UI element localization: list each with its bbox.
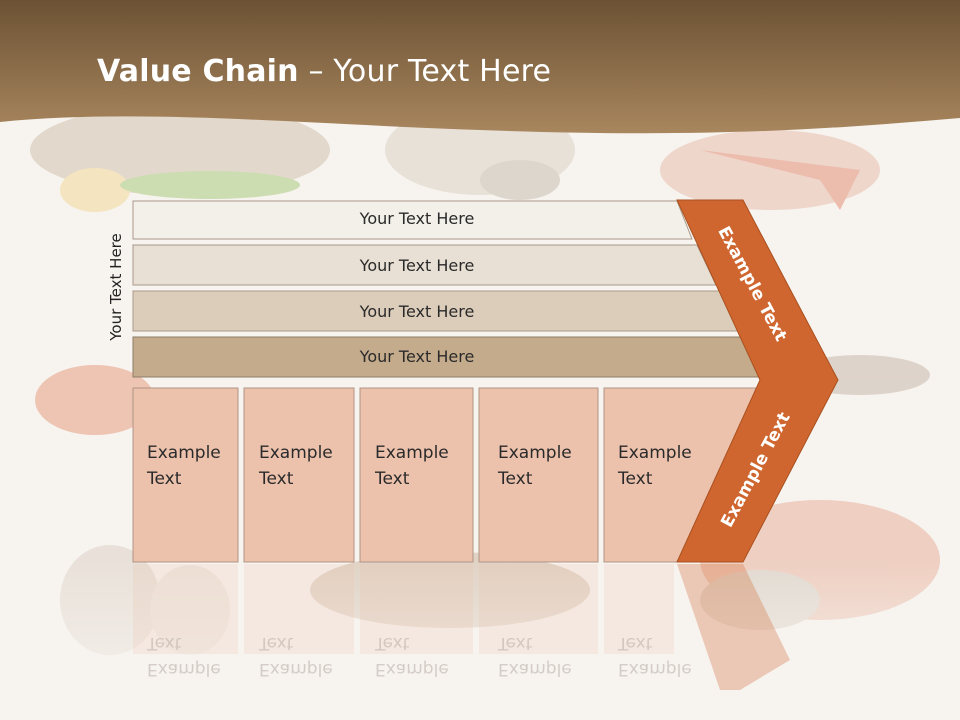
box-1-text: Example Text: [147, 440, 247, 492]
box-4-line2: Text: [498, 469, 533, 489]
box-3-reflection: Example Text: [375, 630, 475, 682]
box-2-shape: [243, 387, 355, 563]
box-5-reflection-line2: Text: [618, 633, 653, 653]
bar-1-shape: [132, 200, 693, 240]
header-band: [0, 0, 960, 134]
box-4-text: Example Text: [498, 440, 598, 492]
bar-4-label: Your Text Here: [359, 347, 475, 366]
bar-2-label: Your Text Here: [359, 256, 475, 275]
box-4-shape: [478, 387, 599, 563]
box-4-line1: Example: [498, 443, 572, 463]
box-1-line1: Example: [147, 443, 221, 463]
box-3-reflection-line2: Text: [375, 633, 410, 653]
box-1-line2: Text: [147, 469, 182, 489]
chevron-reflection: [677, 564, 790, 690]
box-2-reflection: Example Text: [259, 630, 359, 682]
side-label: Your Text Here: [107, 233, 125, 341]
slide-title: Value Chain – Your Text Here: [97, 54, 551, 89]
box-3-text: Example Text: [375, 440, 475, 492]
box-1-reflection-line1: Example: [147, 659, 221, 679]
box-5-line1: Example: [618, 443, 692, 463]
box-2-text: Example Text: [259, 440, 359, 492]
box-2-reflection-line1: Example: [259, 659, 333, 679]
bar-1-label: Your Text Here: [359, 209, 475, 228]
boxes-reflection: [133, 564, 674, 654]
bar-3-label: Your Text Here: [359, 302, 475, 321]
chevron-arrow-shape: [676, 199, 839, 563]
title-bold: Value Chain: [97, 54, 299, 89]
box-4-reflection: Example Text: [498, 630, 598, 682]
box-2-line2: Text: [259, 469, 294, 489]
box-3-reflection-line1: Example: [375, 659, 449, 679]
box-5-reflection: Example Text: [618, 630, 718, 682]
box-4-reflection-line1: Example: [498, 659, 572, 679]
title-rest: – Your Text Here: [298, 54, 552, 89]
box-4-reflection-line2: Text: [498, 633, 533, 653]
box-3-shape: [359, 387, 474, 563]
box-3-line2: Text: [375, 469, 410, 489]
box-1-reflection: Example Text: [147, 630, 247, 682]
box-2-line1: Example: [259, 443, 333, 463]
box-5-reflection-line1: Example: [618, 659, 692, 679]
box-3-line1: Example: [375, 443, 449, 463]
box-1-reflection-line2: Text: [147, 633, 182, 653]
box-5-text: Example Text: [618, 440, 718, 492]
box-5-line2: Text: [618, 469, 653, 489]
box-1-shape: [132, 387, 239, 563]
box-2-reflection-line2: Text: [259, 633, 294, 653]
